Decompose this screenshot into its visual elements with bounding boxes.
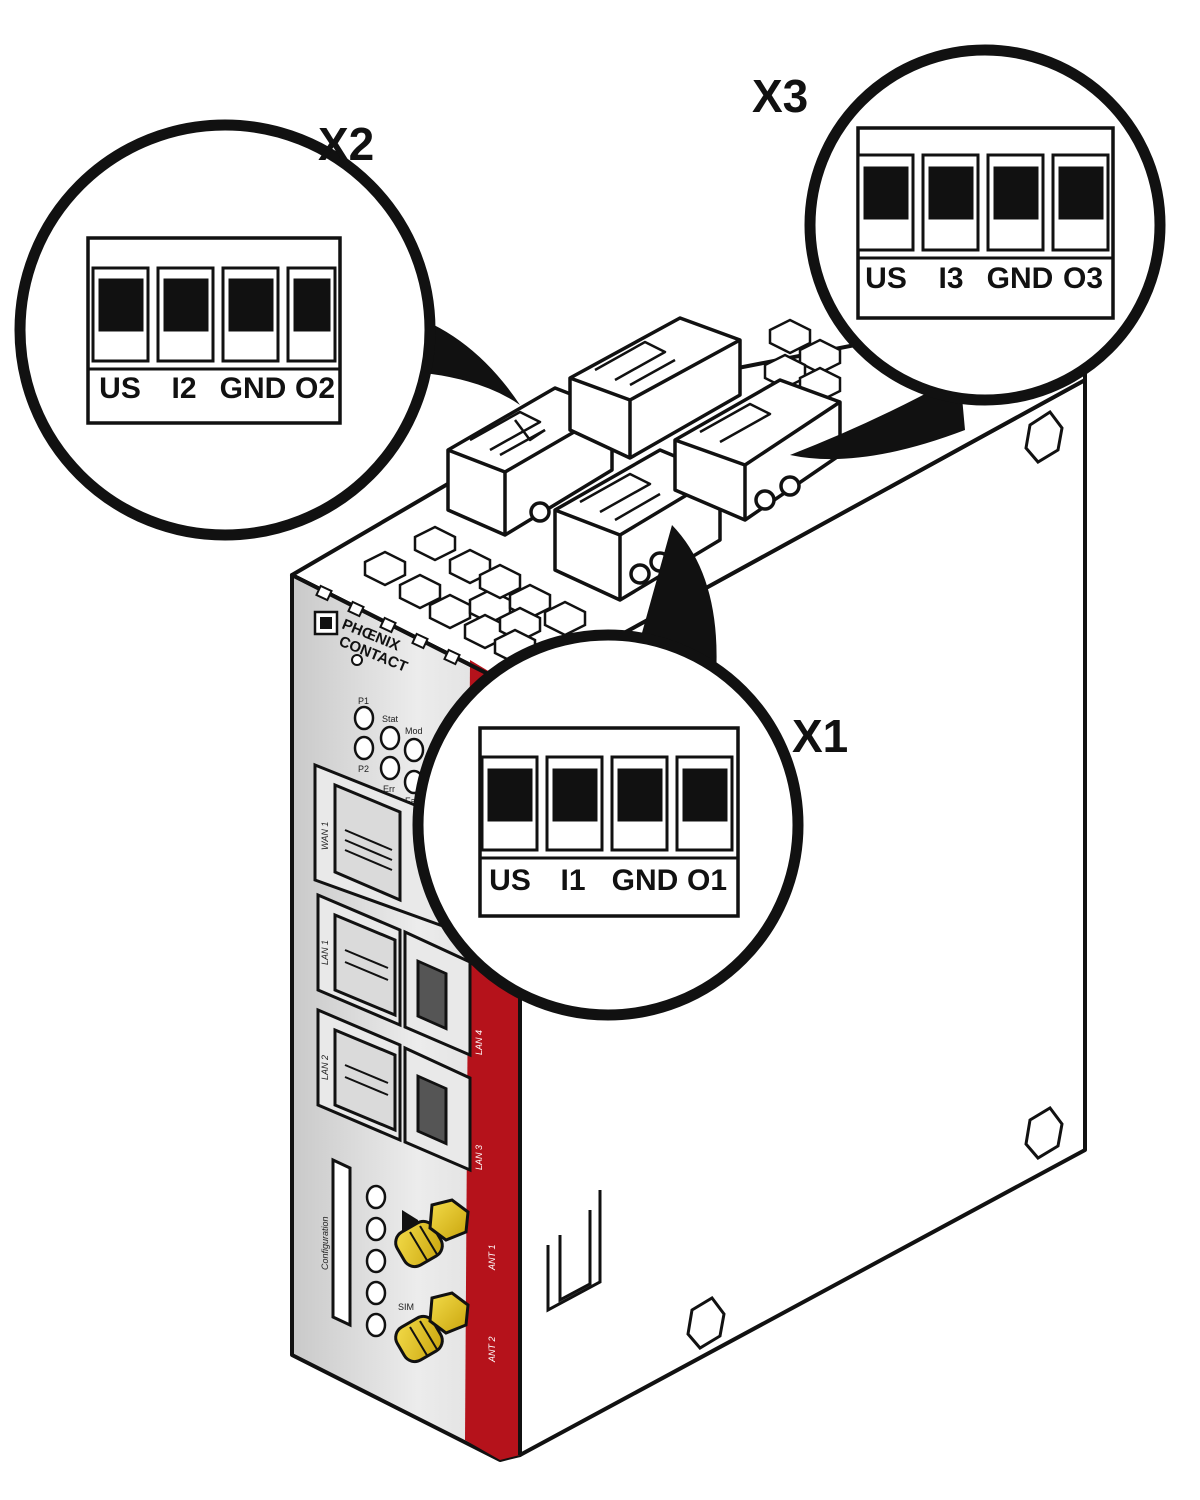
config-button-4[interactable] [365, 1280, 387, 1306]
antenna-label-2: ANT 2 [487, 1336, 497, 1363]
terminal-block-upper [568, 316, 742, 460]
x1-pin-3: GND [612, 864, 679, 897]
terminal-slots-x1 [480, 755, 734, 852]
x1-pin-2: I1 [560, 864, 585, 897]
x3-pin-1: US [865, 262, 907, 295]
port-label-lan4: LAN 4 [474, 1030, 484, 1055]
reset-button[interactable] [351, 654, 363, 666]
led-label-stat: Stat [382, 714, 399, 724]
port-label-wan1: WAN 1 [320, 822, 330, 850]
callout-title-x2: X2 [318, 118, 374, 170]
top-vents [363, 318, 842, 665]
side-panel-details [546, 409, 1064, 1350]
antenna-label-1: ANT 1 [487, 1244, 497, 1271]
led-label-p2: P2 [358, 764, 369, 774]
x3-pin-2: I3 [938, 262, 963, 295]
x2-pin-1: US [99, 372, 141, 405]
config-button-2[interactable] [365, 1216, 387, 1242]
config-button-5[interactable] [365, 1312, 387, 1338]
port-label-lan1: LAN 1 [320, 940, 330, 965]
config-buttons [365, 1184, 387, 1338]
led-label-err: Err [383, 784, 395, 794]
config-slot[interactable] [331, 1157, 352, 1328]
config-button-1[interactable] [365, 1184, 387, 1210]
config-button-3[interactable] [365, 1248, 387, 1274]
x2-pin-2: I2 [171, 372, 196, 405]
antenna-connector-2[interactable] [391, 1291, 470, 1366]
port-label-lan3: LAN 3 [474, 1145, 484, 1170]
port-label-lan2: LAN 2 [320, 1055, 330, 1080]
led-label-p1: P1 [358, 696, 369, 706]
x3-pin-3: GND [987, 262, 1054, 295]
port-wan1[interactable] [313, 762, 442, 928]
edge-markers [315, 584, 461, 666]
port-lan3[interactable] [403, 1045, 472, 1173]
pointer-x3 [790, 375, 965, 460]
callout-x1: US I1 GND O1 [412, 629, 804, 1021]
x1-pin-1: US [489, 864, 531, 897]
callout-x2: US I2 GND O2 [14, 119, 436, 541]
terminal-slots-x3 [856, 153, 1110, 252]
port-lan2[interactable] [316, 1007, 402, 1143]
config-label: Configuration [320, 1216, 330, 1270]
led-label-fau: Fau [405, 796, 421, 806]
callout-x3: US I3 GND O3 [804, 44, 1166, 406]
port-lan4[interactable] [403, 929, 472, 1058]
x2-pin-4: O2 [295, 372, 335, 405]
antenna-connector-1[interactable] [391, 1198, 470, 1271]
port-lan1[interactable] [316, 892, 402, 1028]
led-label-mod: Mod [405, 726, 423, 736]
pointer-x1 [640, 525, 717, 690]
front-panel: PHŒNIX CONTACT P1 Stat Mod P2 Err Fau WA… [313, 610, 497, 1366]
x1-pin-4: O1 [687, 864, 727, 897]
callout-title-x1: X1 [792, 710, 848, 762]
x2-pin-3: GND [220, 372, 287, 405]
callout-title-x3: X3 [752, 70, 808, 122]
terminal-slots-x2 [91, 266, 337, 363]
sim-label: SIM [398, 1302, 414, 1312]
x3-pin-4: O3 [1063, 262, 1103, 295]
